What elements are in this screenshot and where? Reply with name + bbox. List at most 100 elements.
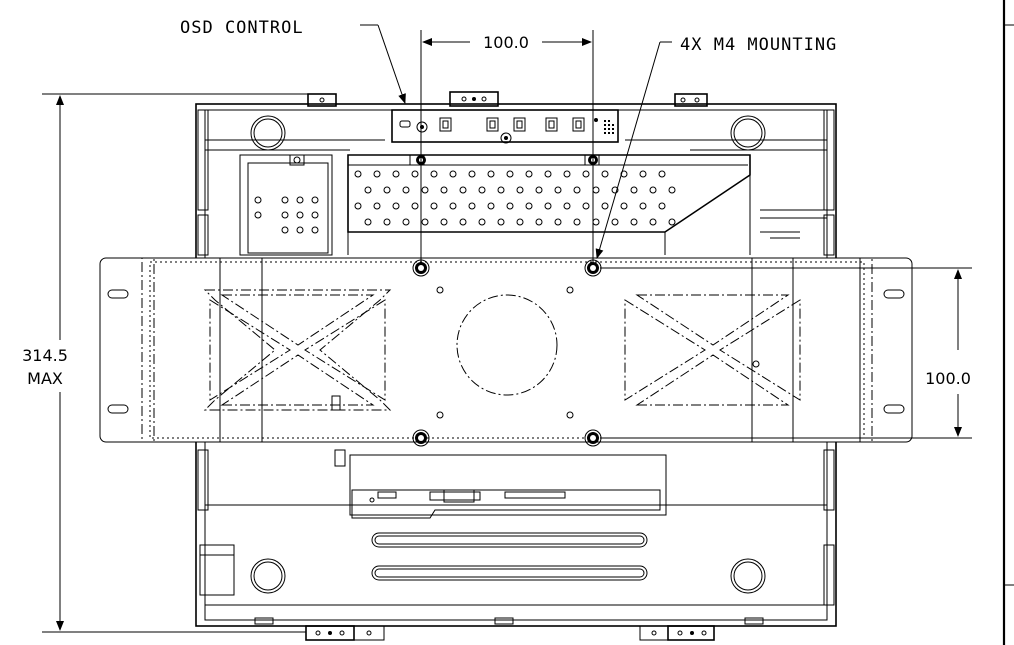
title-block-border bbox=[1002, 0, 1014, 645]
top-mounting-tabs bbox=[307, 91, 708, 107]
osd-control-board bbox=[391, 109, 619, 144]
bracket-hole bbox=[254, 211, 262, 219]
bracket-hole bbox=[311, 226, 319, 234]
perforation-hole bbox=[468, 202, 476, 210]
mounting-leader bbox=[595, 41, 672, 259]
perforation-hole bbox=[383, 186, 391, 194]
perforation-hole bbox=[582, 202, 590, 210]
perforation-hole bbox=[392, 170, 400, 178]
perforation-hole bbox=[373, 202, 381, 210]
perforation-hole bbox=[668, 218, 676, 226]
perforation-hole bbox=[449, 170, 457, 178]
perforation-hole bbox=[525, 170, 533, 178]
osd-control-leader bbox=[360, 24, 406, 104]
perforation-hole bbox=[402, 186, 410, 194]
mounting-label: 4X M4 MOUNTING bbox=[680, 35, 837, 55]
perforation-hole bbox=[449, 202, 457, 210]
perforation-hole bbox=[668, 186, 676, 194]
perforation-hole bbox=[421, 218, 429, 226]
bracket-hole bbox=[311, 211, 319, 219]
bracket-hole bbox=[254, 196, 262, 204]
perforation-hole bbox=[582, 170, 590, 178]
mounting-plate bbox=[99, 257, 913, 443]
bracket-hole bbox=[296, 211, 304, 219]
left-bracket bbox=[239, 154, 600, 256]
dimension-height-right bbox=[600, 267, 972, 439]
vent-slots bbox=[371, 532, 648, 581]
perforation-hole bbox=[440, 218, 448, 226]
perforation-hole bbox=[487, 170, 495, 178]
bracket-hole bbox=[296, 226, 304, 234]
bracket-hole bbox=[281, 226, 289, 234]
perforation-hole bbox=[392, 202, 400, 210]
overall-height-label: 314.5 bbox=[22, 346, 68, 365]
perforation-hole bbox=[459, 218, 467, 226]
perforation-hole bbox=[411, 202, 419, 210]
perforation-hole bbox=[430, 170, 438, 178]
perforation-hole bbox=[535, 218, 543, 226]
bottom-mounting-tabs bbox=[254, 617, 764, 641]
perforation-hole bbox=[525, 202, 533, 210]
bracket-hole bbox=[311, 196, 319, 204]
perforation-hole bbox=[402, 218, 410, 226]
perforation-hole bbox=[630, 218, 638, 226]
width-dim-label: 100.0 bbox=[483, 33, 529, 52]
perforation-hole bbox=[601, 170, 609, 178]
perforation-hole bbox=[516, 218, 524, 226]
perforation-hole bbox=[354, 202, 362, 210]
perforation-hole bbox=[544, 170, 552, 178]
perforation-hole bbox=[620, 202, 628, 210]
overall-height-qualifier: MAX bbox=[27, 369, 63, 388]
height-dim-label: 100.0 bbox=[925, 369, 971, 388]
perforation-hole bbox=[611, 218, 619, 226]
perforation-hole bbox=[601, 202, 609, 210]
perforation-hole bbox=[535, 186, 543, 194]
perforation-hole bbox=[487, 202, 495, 210]
perforation-hole bbox=[468, 170, 476, 178]
io-panel bbox=[334, 449, 667, 519]
bracket-hole bbox=[296, 196, 304, 204]
perforation-hole bbox=[354, 170, 362, 178]
perforation-hole bbox=[459, 186, 467, 194]
perforation-hole bbox=[364, 218, 372, 226]
perforation-hole bbox=[478, 218, 486, 226]
dimension-width-top bbox=[420, 30, 594, 262]
perforation-hole bbox=[373, 170, 381, 178]
osd-control-label: OSD CONTROL bbox=[180, 18, 304, 38]
perforation-hole bbox=[544, 202, 552, 210]
perforation-hole bbox=[658, 170, 666, 178]
perforation-hole bbox=[649, 218, 657, 226]
perforation-hole bbox=[649, 186, 657, 194]
bottom-left-block bbox=[199, 544, 235, 596]
perforation-hole bbox=[639, 170, 647, 178]
perforation-hole bbox=[630, 186, 638, 194]
perforation-hole bbox=[364, 186, 372, 194]
perforation-hole bbox=[497, 186, 505, 194]
corner-holes bbox=[250, 115, 766, 594]
perforation-hole bbox=[573, 186, 581, 194]
perforation-hole bbox=[440, 186, 448, 194]
perforation-hole bbox=[554, 218, 562, 226]
perforation-hole bbox=[573, 218, 581, 226]
perforated-shield bbox=[347, 154, 827, 255]
perforation-hole bbox=[554, 186, 562, 194]
bracket-hole bbox=[281, 211, 289, 219]
perforation-hole bbox=[411, 170, 419, 178]
perforation-hole bbox=[506, 170, 514, 178]
perforation-hole bbox=[506, 202, 514, 210]
perforation-hole bbox=[478, 186, 486, 194]
perforation-hole bbox=[563, 170, 571, 178]
perforation-hole bbox=[497, 218, 505, 226]
perforation-hole bbox=[592, 218, 600, 226]
dimension-overall-height bbox=[42, 93, 308, 633]
perforation-hole bbox=[658, 202, 666, 210]
perforation-hole bbox=[563, 202, 571, 210]
perforation-hole bbox=[383, 218, 391, 226]
perforation-hole bbox=[611, 186, 619, 194]
perforation-hole bbox=[592, 186, 600, 194]
perforation-hole bbox=[516, 186, 524, 194]
perforation-hole bbox=[430, 202, 438, 210]
perforation-hole bbox=[421, 186, 429, 194]
perforation-hole bbox=[639, 202, 647, 210]
